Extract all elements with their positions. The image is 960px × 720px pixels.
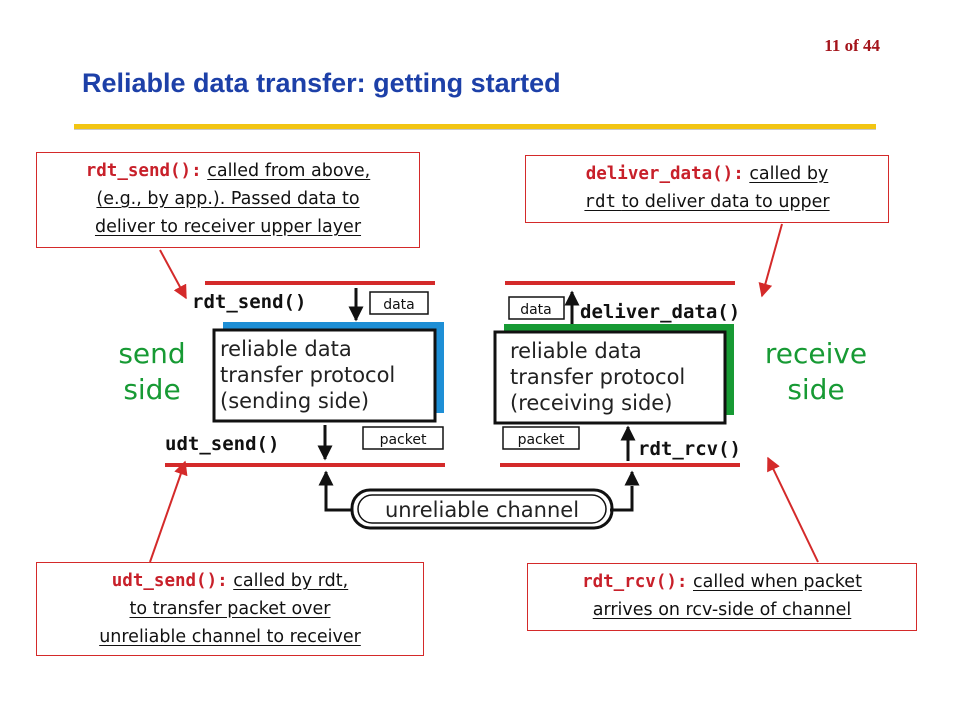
deliver-data-callout: deliver_data(): called by rdt to deliver… — [525, 155, 889, 223]
rdt-send-desc-1: called from above, — [207, 161, 371, 181]
deliver-data-call: deliver_data() — [580, 301, 740, 323]
udt-send-pointer — [149, 460, 188, 563]
layer-lines — [165, 281, 740, 467]
unreliable-channel: unreliable channel — [318, 470, 640, 530]
rdt-send-call: rdt_send() — [192, 291, 306, 313]
send-protocol-line-2: transfer protocol — [220, 363, 395, 387]
slide-title: Reliable data transfer: getting started — [82, 68, 561, 98]
udt-send-callout: udt_send(): called by rdt, to transfer p… — [36, 562, 424, 656]
receive-side-label-1: receive — [764, 337, 868, 370]
recv-protocol-line-2: transfer protocol — [510, 365, 685, 389]
rdt-rcv-desc-1: called when packet — [693, 572, 862, 592]
send-protocol-box — [212, 328, 437, 423]
send-side-label-1: send — [118, 337, 186, 370]
send-data-tag — [369, 291, 429, 315]
receive-side-label: receive side — [748, 336, 884, 408]
recv-protocol-line-3: (receiving side) — [510, 391, 672, 415]
send-packet-tag — [362, 426, 444, 450]
rdt-rcv-call: rdt_rcv() — [638, 438, 741, 460]
rdt-rcv-callout: rdt_rcv(): called when packet arrives on… — [527, 563, 917, 631]
udt-send-call: udt_send() — [165, 433, 279, 455]
rdt-rcv-fn: rdt_rcv(): — [582, 572, 688, 592]
page-number: 11 of 44 — [824, 36, 880, 55]
receive-side-label-2: side — [787, 373, 845, 406]
send-packet-tag-label: packet — [380, 432, 427, 448]
udt-send-desc-3: unreliable channel to receiver — [99, 627, 361, 647]
rdt-rcv-desc-2: arrives on rcv-side of channel — [592, 600, 852, 620]
recv-data-tag-label: data — [520, 302, 552, 318]
channel-label: unreliable channel — [385, 498, 579, 522]
rdt-send-callout: rdt_send(): called from above, (e.g., by… — [36, 152, 420, 248]
udt-send-fn: udt_send(): — [111, 571, 228, 591]
deliver-data-desc-1: called by — [749, 164, 829, 184]
channel-right-connector — [610, 486, 634, 512]
recv-data-tag — [508, 296, 565, 320]
send-side-diagram: rdt_send() data reliable data transfer p… — [165, 288, 444, 461]
rdt-send-pointer — [159, 249, 187, 300]
recv-packet-tag-label: packet — [518, 432, 565, 448]
channel-left-connector — [324, 484, 354, 512]
send-protocol-line-1: reliable data — [220, 337, 352, 361]
rdt-send-fn: rdt_send(): — [85, 161, 202, 181]
deliver-data-desc-2: to deliver data to upper — [621, 192, 830, 212]
rdt-send-desc-2: (e.g., by app.). Passed data to — [96, 189, 360, 209]
send-protocol-line-3: (sending side) — [220, 389, 369, 413]
deliver-data-rdt: rdt — [584, 192, 617, 212]
send-side-label-2: side — [123, 373, 181, 406]
channel-pipe-inner — [357, 494, 607, 524]
receive-side-diagram: data deliver_data() reliable data transf… — [493, 290, 741, 461]
title-underline — [74, 124, 876, 130]
udt-send-desc-1: called by rdt, — [233, 571, 349, 591]
deliver-data-fn: deliver_data(): — [585, 164, 744, 184]
rdt-send-desc-3: deliver to receiver upper layer — [94, 217, 362, 237]
recv-protocol-box — [493, 330, 727, 425]
deliver-data-pointer — [758, 223, 783, 298]
callout-pointers — [149, 223, 819, 563]
rdt-rcv-pointer — [767, 456, 819, 563]
udt-send-desc-2: to transfer packet over — [129, 599, 331, 619]
send-data-tag-label: data — [383, 297, 415, 313]
recv-packet-tag — [502, 426, 580, 450]
send-side-label: send side — [104, 336, 200, 408]
recv-protocol-line-1: reliable data — [510, 339, 642, 363]
